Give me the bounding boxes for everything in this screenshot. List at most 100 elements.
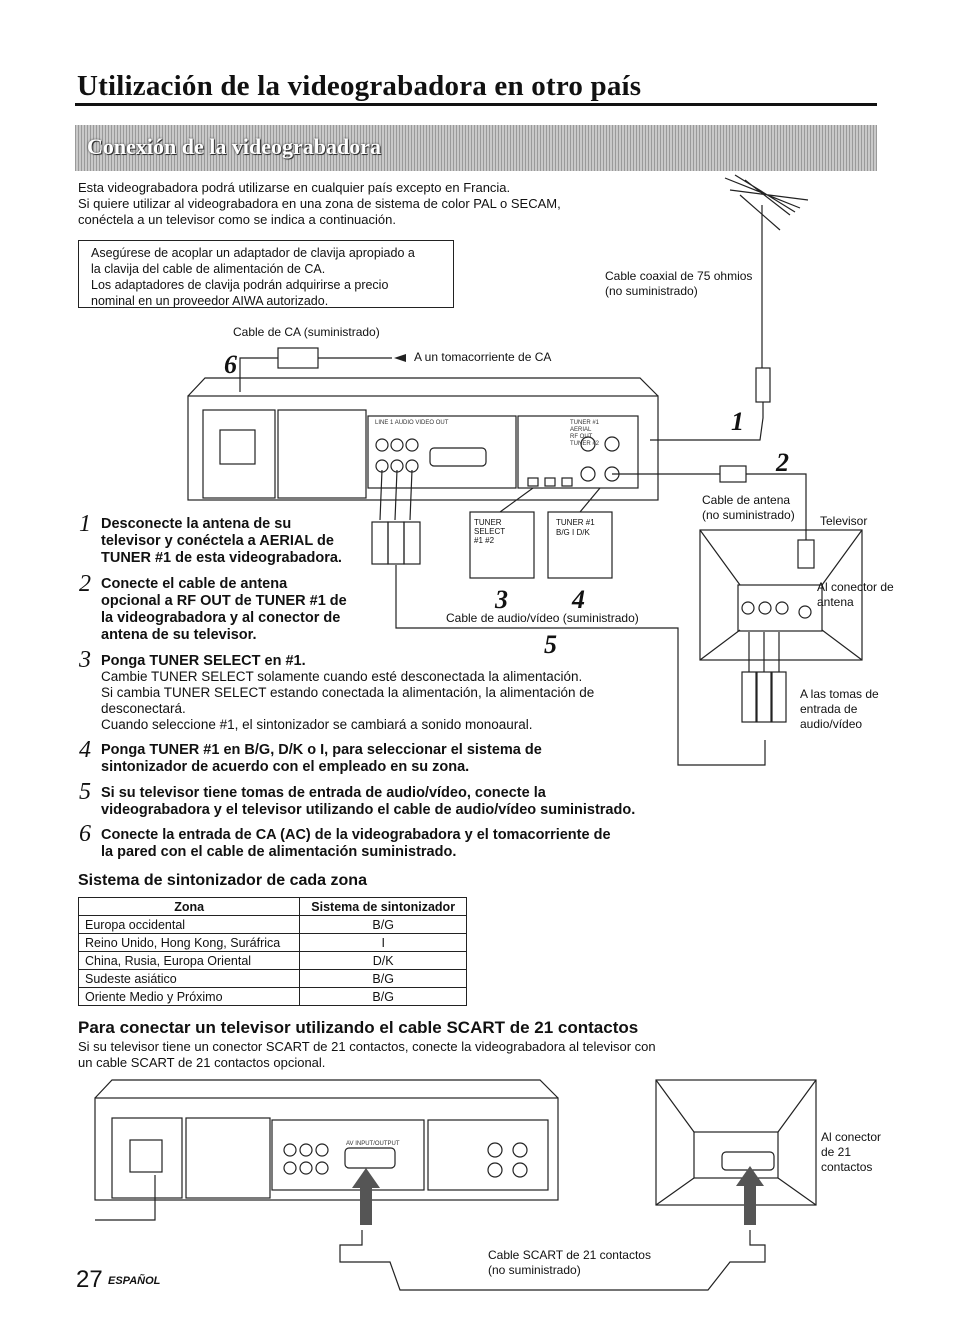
step-text: Conecte la entrada de CA (AC) de la vide… [101,827,611,843]
note-box: Asegúrese de acoplar un adaptador de cla… [78,240,454,308]
arrow-up-icon [352,1168,380,1225]
cell-zone: Oriente Medio y Próximo [77,987,301,1006]
scart-text: Si su televisor tiene un conector SCART … [78,1039,656,1071]
vcr-tuner-labels: TUNER #1 AERIAL RF OUT TUNER #2 [570,420,636,448]
tuner1-switch: TUNER #1 B/G I D/K [556,518,595,538]
cell-system: B/G [299,969,467,988]
antenna-icon [724,174,809,255]
label-line: Al conector [821,1130,882,1144]
step-3: Ponga TUNER SELECT en #1. [101,653,306,669]
title-rule [75,103,877,106]
intro-line: Esta videograbadora podrá utilizarse en … [78,180,511,195]
step-number: 3 [79,647,91,673]
jack-label: TUNER #2 [570,441,600,447]
ac-cable-label: Cable de CA (suministrado) [233,325,380,339]
scart-heading: Para conectar un televisor utilizando el… [78,1018,639,1037]
cell-system: B/G [299,915,467,934]
step-3-body: Cambie TUNER SELECT solamente cuando est… [101,669,594,733]
switch-label: TUNER [474,518,502,527]
label-line: Cable coaxial de 75 ohmios [605,269,753,283]
label-line: de 21 [821,1145,852,1159]
zones-table: Zona Sistema de sintonizador Europa occi… [77,897,467,1006]
cell-zone: Reino Unido, Hong Kong, Suráfrica [77,933,301,952]
label-line: (no suministrado) [488,1263,581,1277]
switch-positions: B/G I D/K [556,528,590,537]
label-line: entrada de [800,702,858,716]
scart-connector-label: Al conector de 21 contactos [821,1130,881,1175]
section-banner: Conexión de la videograbadora [75,125,877,171]
step-1: Desconecte la antena de su televisor y c… [101,516,342,567]
label-line: A las tomas de [800,687,879,701]
step-text: sintonizador de acuerdo con el empleado … [101,759,470,775]
label-line: (no suministrado) [702,508,795,522]
label-line: (no suministrado) [605,284,698,298]
cell-zone: Europa occidental [77,915,301,934]
coax-cable-label: Cable coaxial de 75 ohmios (no suministr… [605,269,752,299]
step-text: opcional a RF OUT de TUNER #1 de [101,593,347,609]
label-line: Cable de antena [702,493,791,507]
step-text: TUNER #1 de esta videograbadora. [101,550,342,566]
switch-label: SELECT [474,527,506,536]
jack-label: VIDEO [415,420,435,426]
note-line: Los adaptadores de clavija podrán adquir… [91,278,389,292]
jack-label: RF OUT [570,434,593,440]
jack-label: AUDIO [394,420,414,426]
av-jacks-label: A las tomas de entrada de audio/vídeo [800,687,879,732]
note-line: la clavija del cable de alimentación de … [91,262,326,276]
scart-line: Si su televisor tiene un conector SCART … [78,1039,656,1054]
cell-system: B/G [299,987,467,1006]
step-text: videograbadora y el televisor utilizando… [101,802,636,818]
step-number: 5 [79,779,91,805]
callout-4: 4 [572,585,585,614]
jack-label: AERIAL [570,427,592,433]
step-body-line: desconectará. [101,701,186,716]
intro-line: Si quiere utilizar al videograbadora en … [78,196,561,211]
label-line: audio/vídeo [800,717,863,731]
language-label: ESPAÑOL [108,1275,161,1287]
table-header-row: Zona Sistema de sintonizador [77,897,467,916]
step-text: televisor y conéctela a AERIAL de [101,533,334,549]
step-text: Conecte el cable de antena [101,576,288,592]
scart-av-label: AV INPUT/OUTPUT [346,1141,400,1147]
switch-label: TUNER #1 [556,518,595,527]
step-body-line: Si cambia TUNER SELECT estando conectada… [101,685,595,700]
step-5: Si su televisor tiene tomas de entrada d… [101,785,635,819]
label-line: antena [817,595,854,609]
jack-label: TUNER #1 [570,420,600,426]
page-number: 27 [76,1266,103,1293]
callout-6: 6 [224,350,237,379]
jack-label: OUT [435,420,449,426]
step-text: la videograbadora y al conector de [101,610,341,626]
av-cable-label: Cable de audio/vídeo (suministrado) [446,611,639,625]
step-text: la pared con el cable de alimentación su… [101,844,457,860]
step-number: 2 [79,571,91,597]
label-line: contactos [821,1160,873,1174]
vcr-rear-panel-scart [94,1079,559,1201]
cell-zone: Sudeste asiático [77,969,301,988]
jack-label: LINE 1 [375,420,394,426]
scart-line: un cable SCART de 21 contactos opcional. [78,1055,326,1070]
intro-line: conéctela a un televisor como se indica … [78,212,396,227]
step-number: 4 [79,737,91,763]
callout-5: 5 [544,630,557,659]
arrow-up-icon [736,1166,764,1225]
cell-system: D/K [299,951,467,970]
column-header: Sistema de sintonizador [299,897,467,916]
antenna-connector-label: Al conector de antena [817,580,894,610]
scart-cable-label: Cable SCART de 21 contactos (no suminist… [488,1248,651,1278]
step-4: Ponga TUNER #1 en B/G, D/K o I, para sel… [101,742,542,776]
cell-system: I [299,933,467,952]
step-number: 1 [79,511,91,537]
step-text: Desconecte la antena de su [101,516,292,532]
note-line: Asegúrese de acoplar un adaptador de cla… [91,246,415,260]
zones-heading: Sistema de sintonizador de cada zona [78,872,367,889]
callout-3: 3 [495,585,508,614]
step-body-line: Cambie TUNER SELECT solamente cuando est… [101,669,583,684]
tv-rear-scart [655,1079,817,1206]
antenna-cable-label: Cable de antena (no suministrado) [702,493,795,523]
label-line: Cable SCART de 21 contactos [488,1248,651,1262]
